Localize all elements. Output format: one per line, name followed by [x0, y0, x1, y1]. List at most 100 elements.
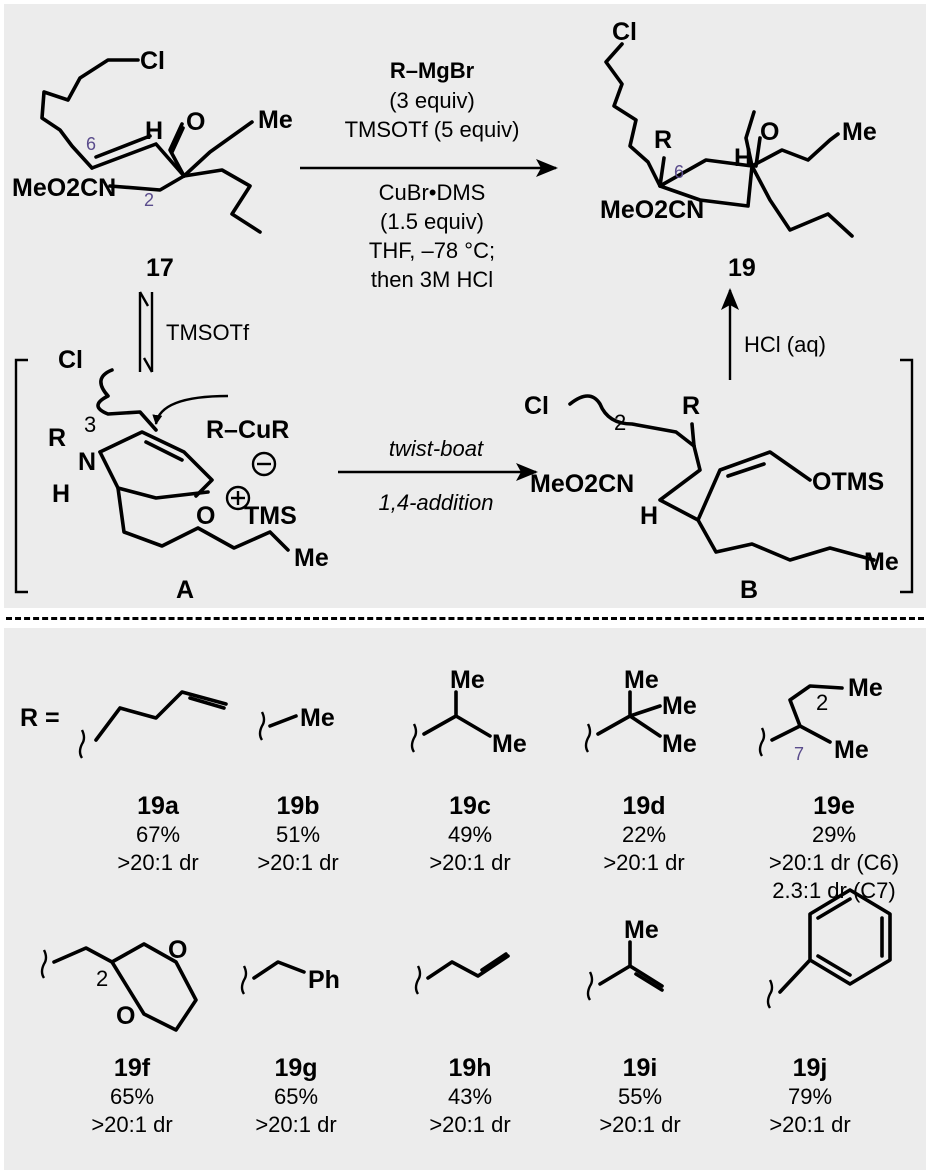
- substituent-19e: 2 Me Me 7: [758, 674, 883, 764]
- entry-19d-dr: >20:1 dr: [603, 850, 684, 875]
- entry-19e-id: 19e: [813, 792, 855, 820]
- substituent-19b: Me: [258, 704, 335, 741]
- entry-19h-id: 19h: [448, 1054, 491, 1082]
- compound-19-cl: Cl: [612, 18, 637, 46]
- compound-19-h: H: [734, 144, 752, 172]
- entry-19d-yield: 22%: [622, 822, 666, 847]
- hydrolysis-reagent: HCl (aq): [744, 332, 826, 357]
- r-equals-label: R =: [20, 704, 60, 732]
- transition-line2: 1,4-addition: [379, 490, 494, 515]
- bracket-left: [14, 358, 28, 594]
- substituent-19j: [766, 888, 892, 1009]
- cond-reagent-equiv: (3 equiv): [389, 88, 475, 113]
- entry-19a-id: 19a: [137, 792, 180, 820]
- cond-reagent: R–MgBr: [390, 58, 475, 83]
- scope-19i-me: Me: [624, 916, 659, 944]
- entry-19i-id: 19i: [623, 1054, 658, 1082]
- equilibrium-arrows: TMSOTf: [138, 291, 250, 373]
- scope-19e-me1: Me: [848, 674, 883, 702]
- scope-19c-me2: Me: [492, 730, 527, 758]
- int-a-r: R: [48, 424, 66, 452]
- int-b-ester: MeO2CN: [530, 470, 634, 498]
- int-a-me: Me: [294, 544, 329, 572]
- compound-17-pos2: 2: [144, 190, 154, 210]
- int-a-label: A: [176, 576, 194, 604]
- entry-19j-id: 19j: [793, 1054, 828, 1082]
- entry-19h-yield: 43%: [448, 1084, 492, 1109]
- scope-19c-me1: Me: [450, 666, 485, 694]
- int-b-otms: OTMS: [812, 468, 884, 496]
- entry-19i-dr: >20:1 dr: [599, 1112, 680, 1137]
- substituent-19c: Me Me: [410, 666, 527, 758]
- entry-19a-yield: 67%: [136, 822, 180, 847]
- entry-19h-dr: >20:1 dr: [429, 1112, 510, 1137]
- scope-19e-pos7: 7: [794, 744, 804, 764]
- scope-19e-me2: Me: [834, 736, 869, 764]
- dashed-divider: [6, 617, 924, 620]
- int-a-plus-icon: [225, 485, 251, 511]
- substituent-19d: Me Me Me: [584, 666, 697, 758]
- scope-19g-ph: Ph: [308, 966, 340, 994]
- substituent-19a: [78, 690, 228, 759]
- entry-19b-yield: 51%: [276, 822, 320, 847]
- compound-17-pos6: 6: [86, 134, 96, 154]
- cond-additive: TMSOTf (5 equiv): [345, 117, 520, 142]
- compound-19-label: 19: [728, 254, 756, 282]
- entry-19e-yield: 29%: [812, 822, 856, 847]
- substituent-19f: 2 O O: [40, 936, 198, 1032]
- compound-19-pos6: 6: [674, 162, 684, 182]
- entry-19f-id: 19f: [114, 1054, 151, 1082]
- intermediate-b-structure: Cl 2 R MeO2CN OTMS H Me B: [524, 392, 899, 604]
- compound-19-me: Me: [842, 118, 877, 146]
- int-b-r: R: [682, 392, 700, 420]
- scope-row-2-labels: 19f 65% >20:1 dr 19g 65% >20:1 dr 19h 43…: [91, 1054, 850, 1137]
- int-a-o: O: [196, 502, 215, 530]
- entry-19e-dr2: 2.3:1 dr (C7): [772, 878, 896, 903]
- scope-19e-sub2: 2: [816, 690, 828, 715]
- scope-19f-o2: O: [116, 1002, 135, 1030]
- bracket-right: [900, 358, 914, 594]
- entry-19e-dr: >20:1 dr (C6): [769, 850, 899, 875]
- int-a-minus-icon: [251, 451, 277, 477]
- int-b-h: H: [640, 502, 658, 530]
- int-b-cl: Cl: [524, 392, 549, 420]
- intermediate-a-structure: Cl 3 R N H R–CuR O TMS Me A: [48, 346, 329, 604]
- int-a-cl: Cl: [58, 346, 83, 374]
- entry-19c-id: 19c: [449, 792, 491, 820]
- transition-line1: twist-boat: [389, 436, 484, 461]
- scope-19d-me1: Me: [624, 666, 659, 694]
- compound-19-structure: Cl R O H Me MeO2CN 6 19: [600, 18, 877, 282]
- entry-19c-yield: 49%: [448, 822, 492, 847]
- compound-17-o: O: [186, 108, 205, 136]
- reaction-conditions: R–MgBr (3 equiv) TMSOTf (5 equiv) CuBr•D…: [345, 58, 520, 292]
- entry-19j-dr: >20:1 dr: [769, 1112, 850, 1137]
- substituent-19h: [414, 952, 510, 995]
- scope-row-1-labels: 19a 67% >20:1 dr 19b 51% >20:1 dr 19c 49…: [117, 792, 899, 903]
- cond-solvent-temp: THF, –78 °C;: [369, 238, 495, 263]
- mechanism-panel: [4, 4, 926, 608]
- compound-17-ester: MeO2CN: [12, 174, 116, 202]
- compound-17-label: 17: [146, 254, 174, 282]
- compound-17-me: Me: [258, 106, 293, 134]
- compound-17-cl: Cl: [140, 47, 165, 75]
- int-a-sub3: 3: [84, 412, 96, 437]
- cond-catalyst: CuBr•DMS: [379, 180, 486, 205]
- equilibrium-reagent: TMSOTf: [166, 320, 250, 345]
- entry-19j-yield: 79%: [788, 1084, 832, 1109]
- entry-19a-dr: >20:1 dr: [117, 850, 198, 875]
- entry-19b-dr: >20:1 dr: [257, 850, 338, 875]
- int-b-sub2: 2: [614, 410, 626, 435]
- entry-19b-id: 19b: [276, 792, 319, 820]
- int-a-n: N: [78, 448, 96, 476]
- compound-19-ester: MeO2CN: [600, 196, 704, 224]
- entry-19d-id: 19d: [622, 792, 665, 820]
- scope-19b-me: Me: [300, 704, 335, 732]
- int-b-label: B: [740, 576, 758, 604]
- compound-19-o: O: [760, 118, 779, 146]
- int-b-me: Me: [864, 548, 899, 576]
- scope-19d-me3: Me: [662, 730, 697, 758]
- scope-19f-o1: O: [168, 936, 187, 964]
- entry-19f-dr: >20:1 dr: [91, 1112, 172, 1137]
